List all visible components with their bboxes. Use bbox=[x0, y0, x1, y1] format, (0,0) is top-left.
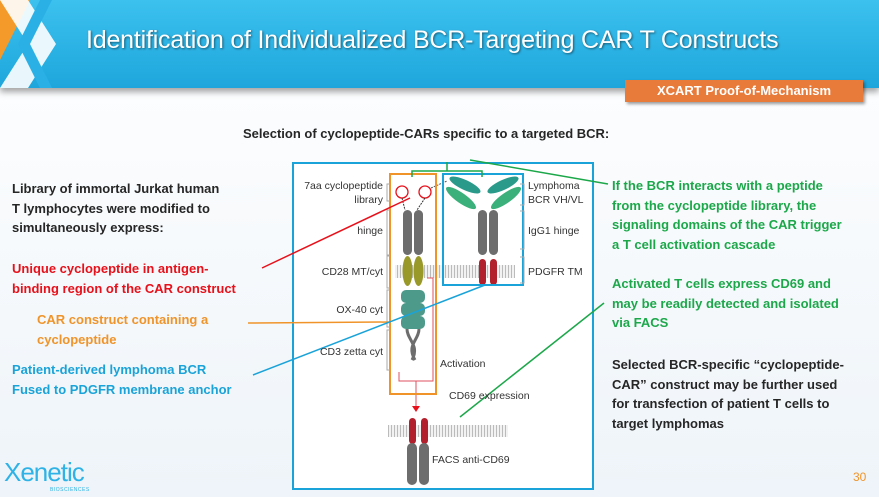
text-line: target lymphomas bbox=[612, 415, 724, 431]
binding-bracket bbox=[411, 162, 483, 177]
title-banner: Identification of Individualized BCR-Tar… bbox=[0, 0, 879, 88]
transfection-text: Selected BCR-specific “cyclopeptide- CAR… bbox=[612, 355, 844, 433]
logo-text: Xenetic bbox=[4, 457, 85, 487]
section-tag: XCART Proof-of-Mechanism bbox=[625, 80, 863, 102]
text-line: If the BCR interacts with a peptide bbox=[612, 178, 823, 193]
label-bcr-vhvl: BCR VH/VL bbox=[528, 194, 584, 206]
text-line: Fused to PDGFR membrane anchor bbox=[12, 381, 232, 397]
callout-line bbox=[469, 159, 609, 185]
text-line: simultaneously express: bbox=[12, 220, 164, 235]
label-igg1-hinge: IgG1 hinge bbox=[528, 225, 580, 237]
label-lymphoma: Lymphoma bbox=[528, 180, 580, 192]
callout-line bbox=[252, 284, 486, 376]
label-cd28: CD28 MT/cyt bbox=[322, 266, 383, 278]
text-line: Unique cyclopeptide in antigen- bbox=[12, 261, 209, 276]
label-facs: FACS anti-CD69 bbox=[432, 454, 510, 466]
label-cd3-zeta: CD3 zetta cyt bbox=[320, 346, 383, 358]
text-line: binding region of the CAR construct bbox=[12, 280, 236, 296]
text-line: from the cyclopeptide library, the bbox=[612, 197, 817, 213]
page-title: Identification of Individualized BCR-Tar… bbox=[86, 26, 779, 54]
text-line: for transfection of patient T cells to bbox=[612, 396, 830, 411]
company-logo: Xenetic bbox=[4, 457, 85, 488]
text-line: T lymphocytes were modified to bbox=[12, 200, 210, 216]
label-cyclopeptide: 7aa cyclopeptide bbox=[304, 180, 383, 192]
subtitle: Selection of cyclopeptide-CARs specific … bbox=[243, 126, 610, 141]
car-highlight-box bbox=[389, 173, 437, 395]
text-line: signaling domains of the CAR trigger bbox=[612, 217, 842, 232]
intro-text: Library of immortal Jurkat human T lymph… bbox=[12, 179, 219, 238]
facs-text: Activated T cells express CD69 and may b… bbox=[612, 274, 839, 333]
page-number: 30 bbox=[853, 470, 867, 484]
text-line: cyclopeptide bbox=[37, 331, 117, 347]
text-line: Activated T cells express CD69 and bbox=[612, 276, 831, 291]
text-line: CAR construct containing a bbox=[37, 312, 209, 327]
text-line: CAR” construct may be further used bbox=[612, 376, 838, 392]
arrow-icon bbox=[412, 406, 420, 412]
cd69-antibody bbox=[407, 418, 429, 485]
text-line: a T cell activation cascade bbox=[612, 236, 776, 252]
text-line: Patient-derived lymphoma BCR bbox=[12, 362, 207, 377]
label-pdgfr-tm: PDGFR TM bbox=[528, 266, 583, 278]
logo-subtext: BIOSCIENCES bbox=[50, 487, 90, 493]
label-hinge: hinge bbox=[357, 225, 383, 237]
car-molecule bbox=[395, 180, 448, 361]
text-line: Library of immortal Jurkat human bbox=[12, 181, 220, 196]
callout-line bbox=[459, 302, 605, 418]
bcr-interaction-text: If the BCR interacts with a peptide from… bbox=[612, 176, 842, 254]
bcr-text: Patient-derived lymphoma BCR Fused to PD… bbox=[12, 360, 232, 399]
label-activation: Activation bbox=[440, 358, 486, 370]
label-ox40: OX-40 cyt bbox=[336, 304, 383, 316]
callout-line bbox=[261, 197, 411, 269]
cyclopeptide-text: Unique cyclopeptide in antigen- binding … bbox=[12, 259, 236, 298]
cell-membrane bbox=[388, 425, 508, 437]
label-cd69-expression: CD69 expression bbox=[449, 390, 530, 402]
label-library: library bbox=[354, 194, 383, 206]
text-line: Selected BCR-specific “cyclopeptide- bbox=[612, 357, 844, 372]
text-line: may be readily detected and isolated bbox=[612, 295, 839, 311]
bcr-molecule bbox=[445, 176, 522, 285]
x-logo-icon bbox=[0, 0, 56, 88]
callout-line bbox=[247, 321, 391, 324]
text-line: via FACS bbox=[612, 315, 669, 330]
car-construct-text: CAR construct containing a cyclopeptide bbox=[37, 310, 208, 349]
